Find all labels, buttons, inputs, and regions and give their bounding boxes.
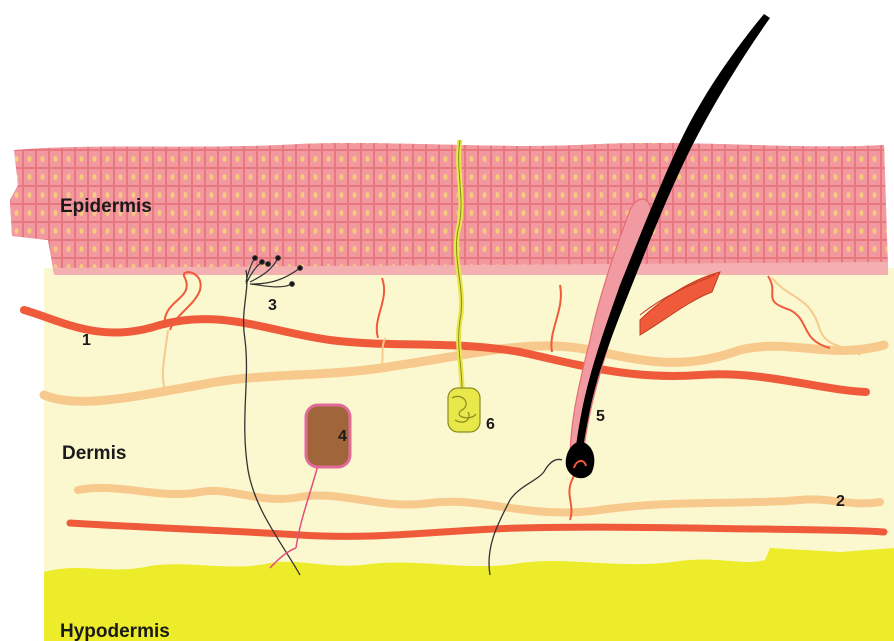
hypodermis-label: Hypodermis <box>60 621 170 641</box>
label-4: 4 <box>338 428 347 445</box>
label-1: 1 <box>82 332 91 349</box>
label-3: 3 <box>268 297 277 314</box>
label-2: 2 <box>836 493 845 510</box>
epidermis-label: Epidermis <box>60 196 152 217</box>
label-5: 5 <box>596 408 605 425</box>
dermis-label: Dermis <box>62 443 126 464</box>
label-6: 6 <box>486 416 495 433</box>
